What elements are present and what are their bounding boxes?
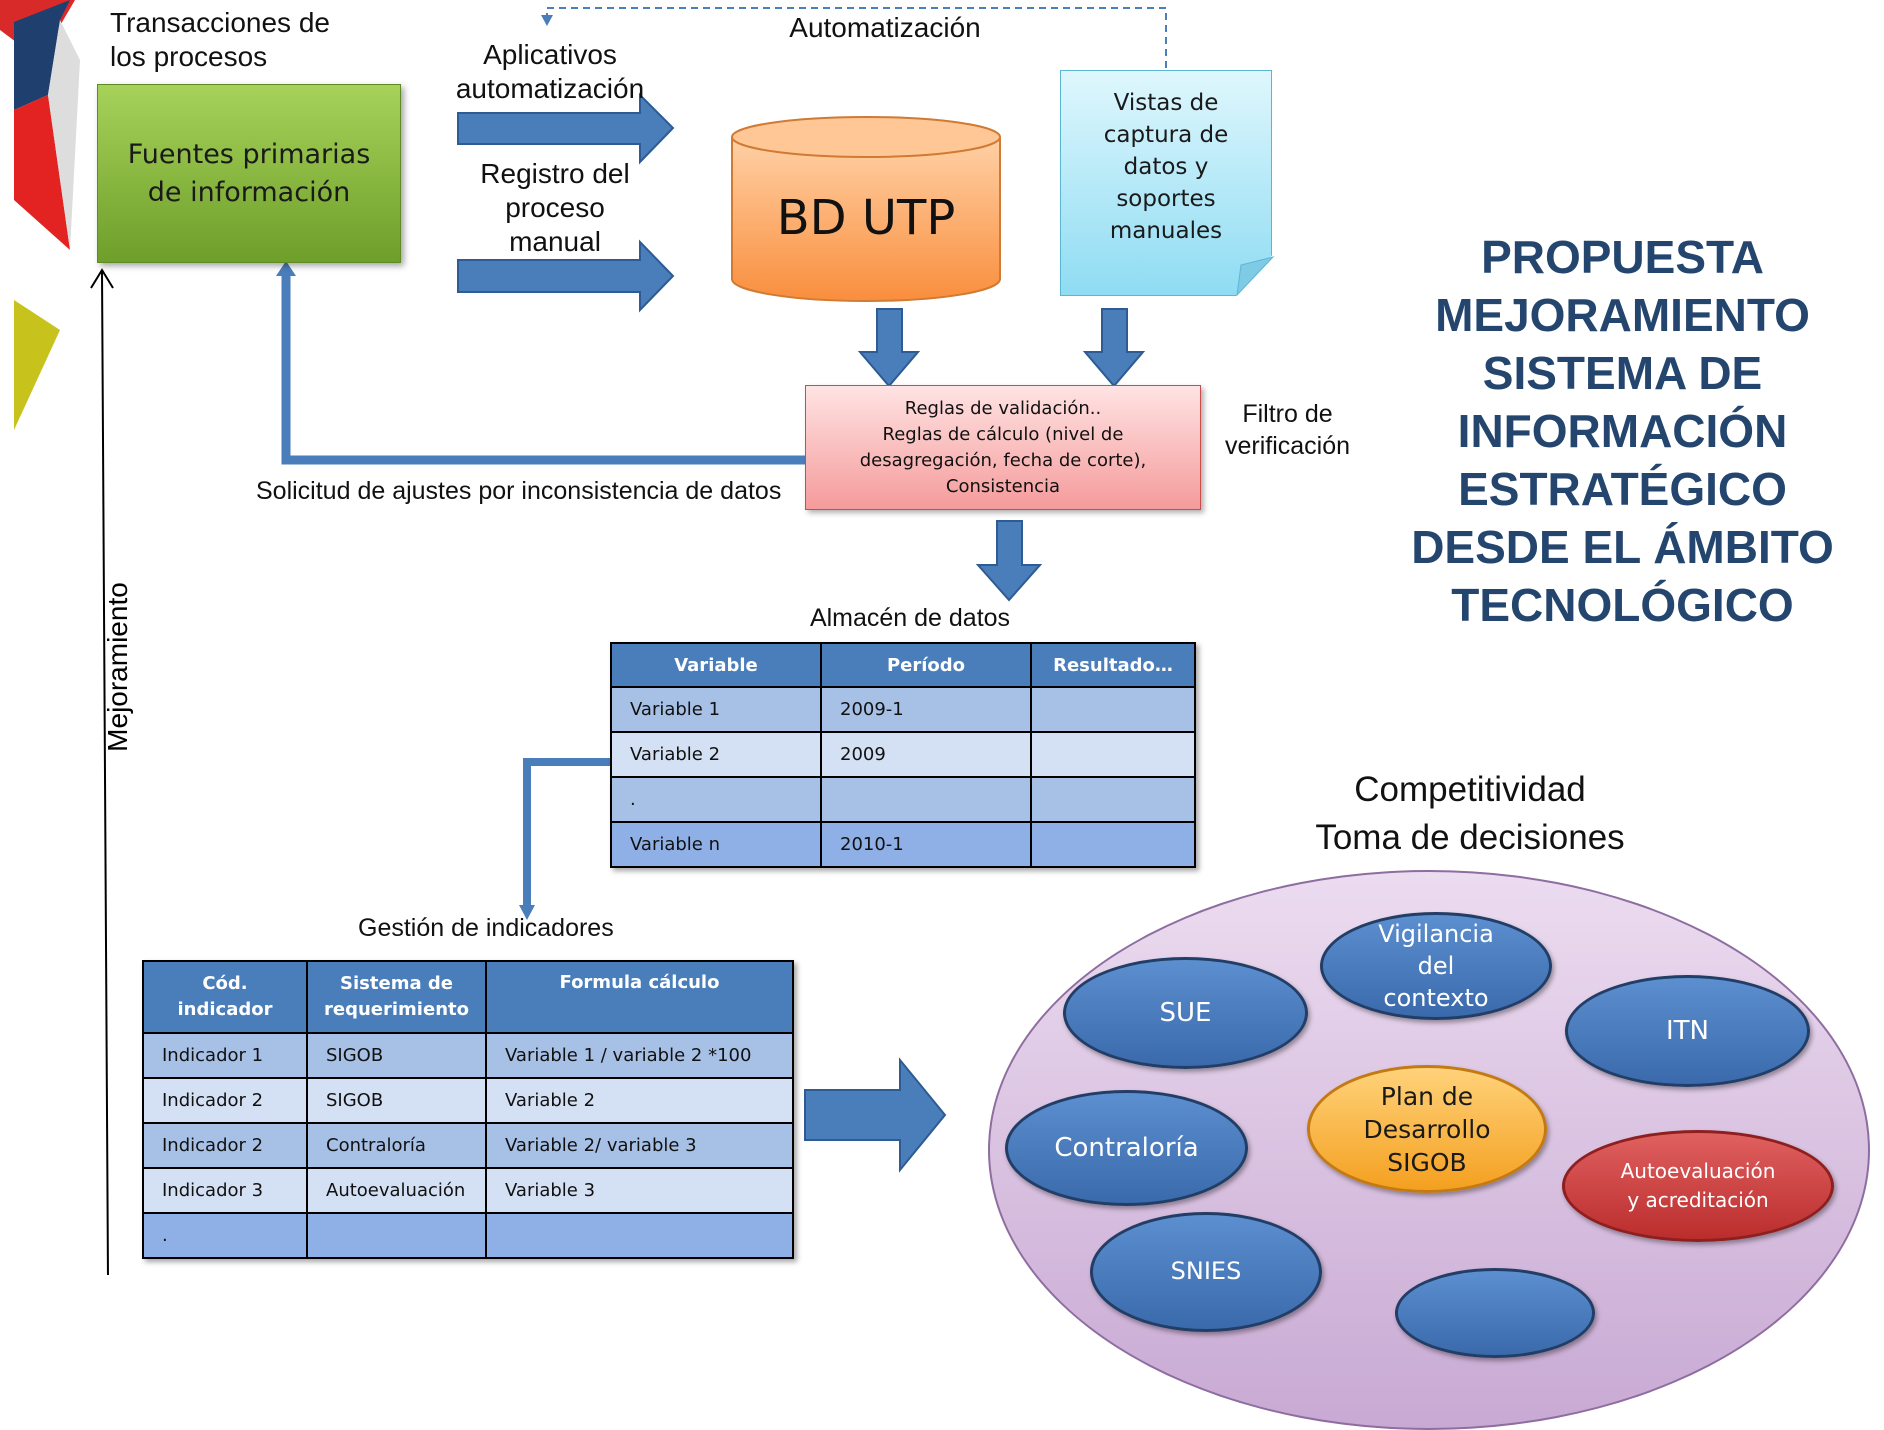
vistas-label: Vistas de captura de datos y soportes ma… [1103,90,1229,244]
plan-desarrollo-ellipse: Plan de Desarrollo SIGOB [1307,1065,1547,1193]
sue-label: SUE [1159,998,1212,1028]
competitividad-label: Competitividad Toma de decisiones [1315,770,1625,857]
note-fold-icon [1236,256,1275,297]
table-cell: Contraloría [306,1122,487,1169]
automatizacion-dashed-line [546,7,1167,68]
table-cell: Autoevaluación [306,1167,487,1214]
indicadores-header: Sistema de requerimiento [306,960,487,1034]
table-row: Indicador 2 SIGOB Variable 2 [142,1077,794,1124]
contraloria-label: Contraloría [1054,1133,1199,1163]
aplicativos-label: Aplicativos automatización [455,39,645,104]
transacciones-label: Transacciones de los procesos [110,7,330,72]
solicitud-label: Solicitud de ajustes por inconsistencia … [256,477,782,505]
aplicativos-arrow [457,92,675,165]
connector-layer [90,7,1167,1275]
table-cell [485,1212,794,1259]
autoevaluacion-ellipse: Autoevaluación y acreditación [1562,1130,1834,1242]
fuentes-primarias-label: Fuentes primarias de información [127,138,371,208]
table-row: . [142,1212,794,1259]
table-row: Indicador 2 Contraloría Variable 2/ vari… [142,1122,794,1169]
table-cell [1030,821,1196,868]
table-row: Variable n 2010-1 [610,821,1196,868]
table-cell [1030,776,1196,823]
bd-down-arrow [857,308,921,388]
page-title: PROPUESTA MEJORAMIENTO SISTEMA DE INFORM… [1411,231,1834,631]
snies-ellipse: SNIES [1090,1212,1322,1332]
itn-label: ITN [1666,1016,1709,1046]
logo-shapes [0,0,80,430]
gestion-label: Gestión de indicadores [358,914,614,942]
almacen-header: Resultado… [1030,642,1196,688]
snies-label: SNIES [1170,1257,1242,1285]
mejoramiento-axis-vertical [101,271,109,1275]
indicadores-header: Formula cálculo [485,960,794,1034]
mejoramiento-label: Mejoramiento [102,582,133,752]
table-cell [820,776,1032,823]
table-cell: Variable 2 [485,1077,794,1124]
almacen-label: Almacén de datos [809,604,1011,632]
table-cell [1030,686,1196,733]
almacen-table: Variable Período Resultado… Variable 1 2… [610,642,1196,868]
partial-ellipse [1395,1268,1595,1358]
table-cell: . [142,1212,308,1259]
to-oval-arrow [804,1057,947,1173]
table-cell: Variable 2/ variable 3 [485,1122,794,1169]
table-cell: SIGOB [306,1032,487,1079]
table-cell: Variable n [610,821,822,868]
table-row: Indicador 3 Autoevaluación Variable 3 [142,1167,794,1214]
table-cell: Indicador 1 [142,1032,308,1079]
rules-line: Reglas de validación.. [904,397,1102,419]
fuentes-primarias-box: Fuentes primarias de información [97,84,401,263]
almacen-gestion-arrowhead [519,905,535,920]
table-row: Indicador 1 SIGOB Variable 1 / variable … [142,1032,794,1079]
rules-line: Reglas de cálculo (nivel de [882,423,1124,445]
table-cell: Variable 1 / variable 2 *100 [485,1032,794,1079]
table-cell: 2010-1 [820,821,1032,868]
vistas-down-arrow [1082,308,1146,388]
table-cell: Variable 3 [485,1167,794,1214]
bd-utp-label: BD UTP [776,190,956,246]
vistas-note: Vistas de captura de datos y soportes ma… [1060,70,1272,296]
rules-down-arrow [975,520,1043,602]
table-cell: 2009 [820,731,1032,778]
table-cell: . [610,776,822,823]
table-cell [306,1212,487,1259]
autoevaluacion-label: Autoevaluación y acreditación [1620,1159,1776,1212]
table-cell [1030,731,1196,778]
bd-utp-cylinder [731,116,1001,302]
table-row: Variable 2 2009 [610,731,1196,778]
indicadores-table: Cód. indicador Sistema de requerimiento … [142,960,794,1259]
table-cell: Variable 2 [610,731,822,778]
automatizacion-label: Automatización [789,12,981,43]
table-row: Variable 1 2009-1 [610,686,1196,733]
vigilancia-ellipse: Vigilancia del contexto [1320,912,1552,1020]
automatizacion-arrowhead [541,15,553,26]
feedback-arrowhead [276,261,296,276]
almacen-header: Período [820,642,1032,688]
table-cell: 2009-1 [820,686,1032,733]
contraloria-ellipse: Contraloría [1005,1090,1248,1206]
rules-line: desagregación, fecha de corte), [859,449,1147,471]
table-cell: Indicador 2 [142,1077,308,1124]
filtro-label: Filtro de verificación [1224,400,1351,460]
table-cell: Indicador 2 [142,1122,308,1169]
table-row: . [610,776,1196,823]
mejoramiento-axis-arrowhead [90,268,114,289]
feedback-line [281,274,805,465]
vigilancia-label: Vigilancia del contexto [1378,920,1494,1012]
reglas-validacion-box: Reglas de validación.. Reglas de cálculo… [805,385,1201,510]
plan-desarrollo-label: Plan de Desarrollo SIGOB [1363,1081,1491,1177]
indicadores-header: Cód. indicador [142,960,308,1034]
itn-ellipse: ITN [1565,975,1810,1087]
registro-arrow [457,239,675,313]
almacen-header: Variable [610,642,822,688]
table-cell: Indicador 3 [142,1167,308,1214]
sue-ellipse: SUE [1063,957,1308,1069]
table-cell: SIGOB [306,1077,487,1124]
registro-label: Registro del proceso manual [480,158,630,257]
almacen-gestion-line [523,758,610,908]
table-cell: Variable 1 [610,686,822,733]
rules-line: Consistencia [945,475,1061,497]
